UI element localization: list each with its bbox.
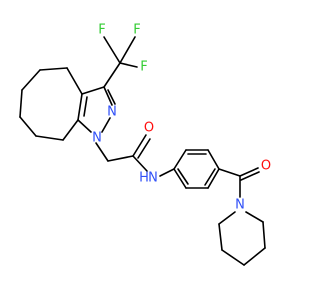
atom-f3: F	[140, 60, 147, 75]
bond	[132, 134, 147, 157]
bond	[177, 168, 189, 185]
atom-h-amide: H	[139, 171, 149, 186]
bonds	[19, 36, 266, 266]
bond	[77, 119, 92, 133]
bond	[204, 168, 216, 186]
atom-labels: F F F N N O N H O N	[92, 23, 271, 213]
bond	[103, 36, 121, 64]
atom-f2: F	[133, 23, 140, 38]
bond	[262, 221, 266, 249]
bond	[19, 89, 23, 118]
atom-n-pyrazole-2: N	[107, 105, 117, 120]
bond	[159, 168, 175, 177]
bond	[107, 155, 134, 162]
bond	[119, 36, 136, 64]
bond	[173, 149, 187, 170]
bond	[245, 211, 264, 223]
bond	[218, 168, 241, 177]
bond	[173, 168, 187, 189]
atom-n-pyrazole-1: N	[92, 131, 102, 146]
bond	[240, 171, 260, 181]
bond	[221, 249, 245, 266]
atom-o-amide: O	[144, 121, 154, 136]
bond	[119, 62, 138, 68]
bond	[239, 167, 259, 177]
bond	[81, 86, 105, 95]
bond	[62, 119, 79, 141]
bond	[107, 89, 116, 105]
bond	[218, 211, 236, 225]
bond	[101, 117, 111, 133]
bond	[77, 93, 83, 121]
molecule-structure: F F F N N O N H O N	[19, 23, 271, 266]
atom-n-amide: N	[148, 171, 158, 186]
atom-n-piperidine: N	[235, 198, 245, 213]
atom-f1: F	[98, 23, 105, 38]
bond	[103, 62, 121, 88]
bond	[132, 155, 148, 172]
bond	[83, 96, 88, 117]
atom-o-ketone: O	[261, 159, 271, 174]
bond	[21, 69, 41, 91]
bond	[95, 142, 109, 162]
bond	[243, 247, 266, 266]
bond	[137, 138, 151, 159]
bond	[66, 67, 83, 95]
bond	[35, 135, 64, 141]
bond	[218, 223, 223, 251]
bond	[207, 168, 220, 189]
bond	[207, 149, 220, 170]
bond	[103, 86, 113, 106]
bond	[39, 67, 68, 71]
bond	[19, 116, 37, 137]
